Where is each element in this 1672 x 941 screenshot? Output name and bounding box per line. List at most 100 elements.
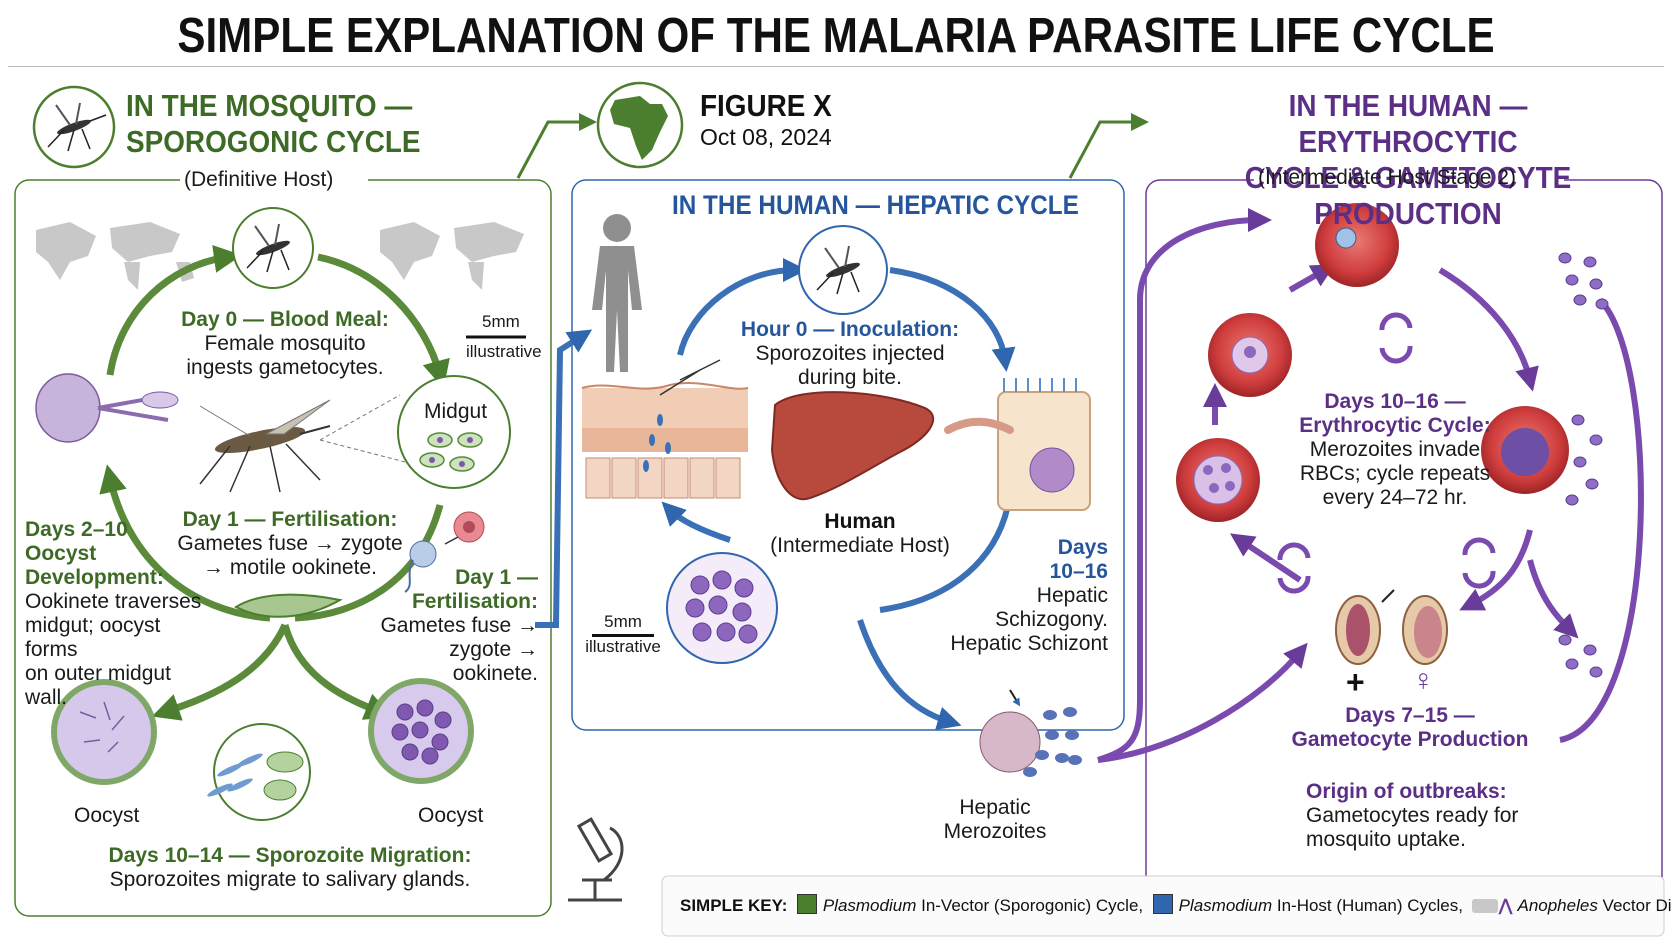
scale-value: 5mm [482,312,520,331]
caption-line: every 24–72 hr. [1322,486,1468,509]
fertilisation-caption-2: Day 1 — Fertilisation: Gametes fuse → zy… [370,566,538,686]
page-title: SIMPLE EXPLANATION OF THE MALARIA PARASI… [177,9,1495,63]
erythro-cycle-arrow [1097,208,1272,763]
oocyst-development-caption: Days 2–10 Oocyst Development: Ookinete t… [25,518,215,710]
rbc-left-lower [1176,438,1260,522]
hepatic-schizont [979,711,1041,773]
gametocyte-female [1402,595,1448,665]
hepatic-schizogony-caption: Days 10–16 Hepatic Schizogony. Hepatic S… [940,536,1108,656]
human-silhouette-icon [592,214,642,372]
rbc-right-rupturing [1481,406,1569,494]
caption-line: Gametocytes ready for [1306,804,1519,827]
scale-bar [592,634,654,637]
caption-title: Days 7–15 — [1345,704,1475,727]
mosquito-panel-heading: IN THE MOSQUITO — SPOROGONIC CYCLE [126,88,421,160]
caption-title: Days 2–10 [25,518,128,541]
connector-arrow-2 [1068,113,1149,179]
simple-key: SIMPLE KEY: Plasmodium In-Vector (Sporog… [680,894,1672,917]
caption-line: Ookinete traverses [25,590,202,613]
caption-line: RBCs; cycle repeats [1299,462,1491,485]
key-swatch-blue [1152,894,1173,914]
key-item3-text: Vector Distribution [1602,896,1672,915]
caption-line: Female mosquito [204,332,366,355]
key-item2-em: Plasmodium [1178,896,1273,915]
gametocyte-male [1335,595,1381,665]
key-item1-em: Plasmodium [822,896,917,915]
caption-line: Hepatic [959,796,1031,819]
world-map-icon [1472,899,1499,913]
mosquito-icon [47,102,107,152]
rbc-left-upper [1208,313,1292,397]
caption-title: Days [1057,536,1108,559]
hepatic-panel-frame [571,179,1125,731]
figure-label: FIGURE X [700,88,832,123]
caption-line: (Intermediate Host) [770,534,950,557]
caption-line: Merozoites invade [1309,438,1481,461]
key-swatch-green [796,894,817,914]
erythro-panel-heading: IN THE HUMAN — ERYTHROCYTIC CYCLE & GAME… [1183,88,1633,232]
caption-line: Sporozoites migrate to salivary glands. [109,868,471,891]
connector-arrow-1 [516,113,597,179]
cycle-arrows-icon [1277,312,1496,594]
heading-line: CYCLE & GAMETOCYTE PRODUCTION [1244,160,1572,231]
sporogonic-cycle-arrow [106,245,242,376]
human-host-caption: Human (Intermediate Host) [760,510,960,558]
heading-line: SPOROGONIC CYCLE [126,124,421,159]
liver-icon [770,391,934,501]
heading-line: IN THE HUMAN — ERYTHROCYTIC [1288,88,1528,159]
inoculation-caption: Hour 0 — Inoculation: Sporozoites inject… [730,318,970,390]
caption-title: Gametocyte Production [1291,728,1529,751]
caption-title: Development: [25,566,164,589]
key-item1-text: In-Vector (Sporogonic) Cycle, [916,896,1144,915]
outbreak-origin-caption: Origin of outbreaks: Gametocytes ready f… [1306,780,1566,852]
caption-title: Human [824,510,896,533]
caption-title: Hour 0 — Inoculation: [740,318,960,341]
caption-line: → motile ookinete. [203,556,377,579]
scale-label: illustrative [585,637,661,656]
figure-block: FIGURE X Oct 08, 2024 [700,88,846,150]
caption-line: Sporozoites injected [755,342,945,365]
mosquito-illustration [199,399,331,493]
caption-title: Days 10–14 — Sporozoite Migration: [108,844,472,867]
caption-line: mosquito uptake. [1306,828,1466,851]
caption-title: Erythrocytic Cycle: [1299,414,1491,437]
hepatic-panel-heading: IN THE HUMAN — HEPATIC CYCLE [672,190,1079,220]
skin-tissue [581,359,749,499]
caption-line: Gametes fuse → zygote [177,532,403,555]
heading-line: IN THE MOSQUITO — [126,88,413,123]
caption-line: Hepatic [1036,584,1108,607]
hepatic-cycle-arrow [677,258,807,356]
oocyst-label-left: Oocyst [74,804,140,827]
erythro-panel-subtitle: (Intermediate Host Stage 2) [1258,166,1516,189]
salivary-gland-left [35,373,179,443]
scale-value: 5mm [604,612,642,631]
caption-title: Day 1 — [455,566,538,589]
hepatic-merozoites-caption: Hepatic Merozoites [925,796,1065,844]
caption-title: Oocyst [25,542,97,565]
africa-map-icon [610,96,668,160]
mosquito-icon: ⋀ [1498,896,1513,915]
rbc-top [1315,203,1399,287]
caption-line: ingests gametocytes. [186,356,384,379]
schizont-label: Hepatic Schizont [950,632,1108,655]
caption-title: Origin of outbreaks: [1306,780,1507,803]
female-symbol: ♀ [1412,664,1435,697]
hepatic-scale: 5mm illustrative [578,612,668,657]
caption-title: Days 10–16 — [1324,390,1466,413]
caption-line: Schizogony. [995,608,1108,631]
midgut-label: Midgut [424,400,488,423]
caption-line: Gametes fuse → [380,614,538,637]
caption-title: Day 0 — Blood Meal: [181,308,389,331]
caption-line: midgut; oocyst forms [25,614,161,661]
scale-label: illustrative [466,342,542,361]
title-divider [8,66,1664,67]
caption-title: Day 1 — Fertilisation: [182,508,398,531]
key-item3-em: Anopheles [1517,896,1598,915]
world-map-icon [36,222,194,290]
mosquito-panel-subtitle: (Definitive Host) [184,168,334,191]
erythrocytic-cycle-caption: Days 10–16 — Erythrocytic Cycle: Merozoi… [1290,390,1500,510]
microscope-icon [568,817,624,902]
sporozoite-migration-caption: Days 10–14 — Sporozoite Migration: Sporo… [60,844,520,892]
male-symbol: + [1346,664,1365,700]
